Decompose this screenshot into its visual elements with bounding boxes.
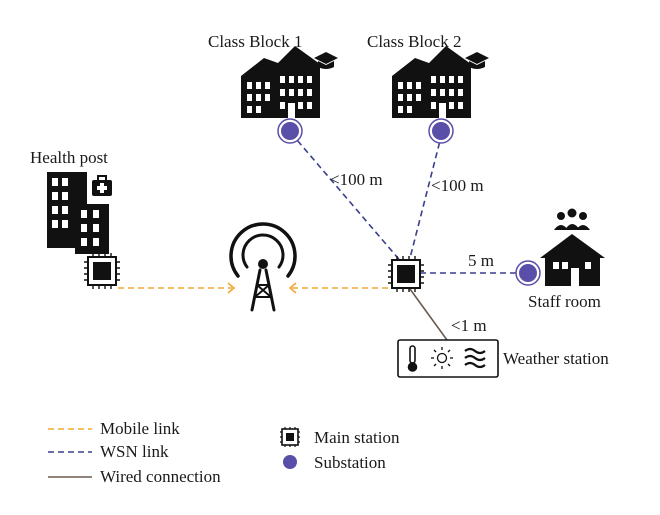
main-station-central bbox=[388, 256, 424, 292]
health-post-label: Health post bbox=[30, 148, 108, 167]
main-station-health-post bbox=[84, 253, 120, 289]
legend-main-station-label: Main station bbox=[314, 428, 400, 447]
graduation-cap-icon bbox=[314, 52, 338, 69]
legend-wsn-link-label: WSN link bbox=[100, 442, 169, 461]
wsn-link-class-block-2 bbox=[408, 132, 443, 263]
wired-link-weather bbox=[409, 288, 448, 341]
legend-wired-label: Wired connection bbox=[100, 467, 221, 486]
substation-class-block-2 bbox=[430, 120, 452, 142]
thermometer-icon bbox=[407, 345, 418, 372]
legend-substation-label: Substation bbox=[314, 453, 386, 472]
graduation-cap-icon bbox=[465, 52, 489, 69]
legend-substation-icon bbox=[283, 455, 297, 469]
sun-icon bbox=[431, 347, 453, 369]
staff-distance-label: 5 m bbox=[468, 251, 494, 270]
class-block-1-label: Class Block 1 bbox=[208, 32, 302, 51]
class-block-1-distance: <100 m bbox=[330, 170, 383, 189]
wind-waves-icon bbox=[464, 347, 486, 369]
mobile-link-arrow-right bbox=[288, 282, 297, 294]
substation-class-block-1 bbox=[279, 120, 301, 142]
class-block-1-building-icon bbox=[241, 46, 320, 118]
legend-mobile-link-label: Mobile link bbox=[100, 419, 180, 438]
class-block-2-building-icon bbox=[392, 46, 471, 118]
legend-main-station-icon bbox=[280, 427, 300, 447]
substation-staff-room bbox=[517, 262, 539, 284]
people-icon bbox=[554, 208, 590, 230]
wsn-link-class-block-1 bbox=[290, 132, 404, 265]
staff-room-house-icon bbox=[540, 234, 605, 286]
class-block-2-distance: <100 m bbox=[431, 176, 484, 195]
radio-tower-icon bbox=[229, 222, 297, 312]
weather-distance-label: <1 m bbox=[451, 316, 487, 335]
class-block-2-label: Class Block 2 bbox=[367, 32, 461, 51]
health-post-building-icon bbox=[47, 172, 112, 254]
mobile-link-arrow-left bbox=[227, 282, 236, 294]
legend: Mobile link WSN link Wired connection Ma… bbox=[48, 419, 400, 486]
staff-room-label: Staff room bbox=[528, 292, 601, 311]
weather-station-label: Weather station bbox=[503, 349, 609, 368]
